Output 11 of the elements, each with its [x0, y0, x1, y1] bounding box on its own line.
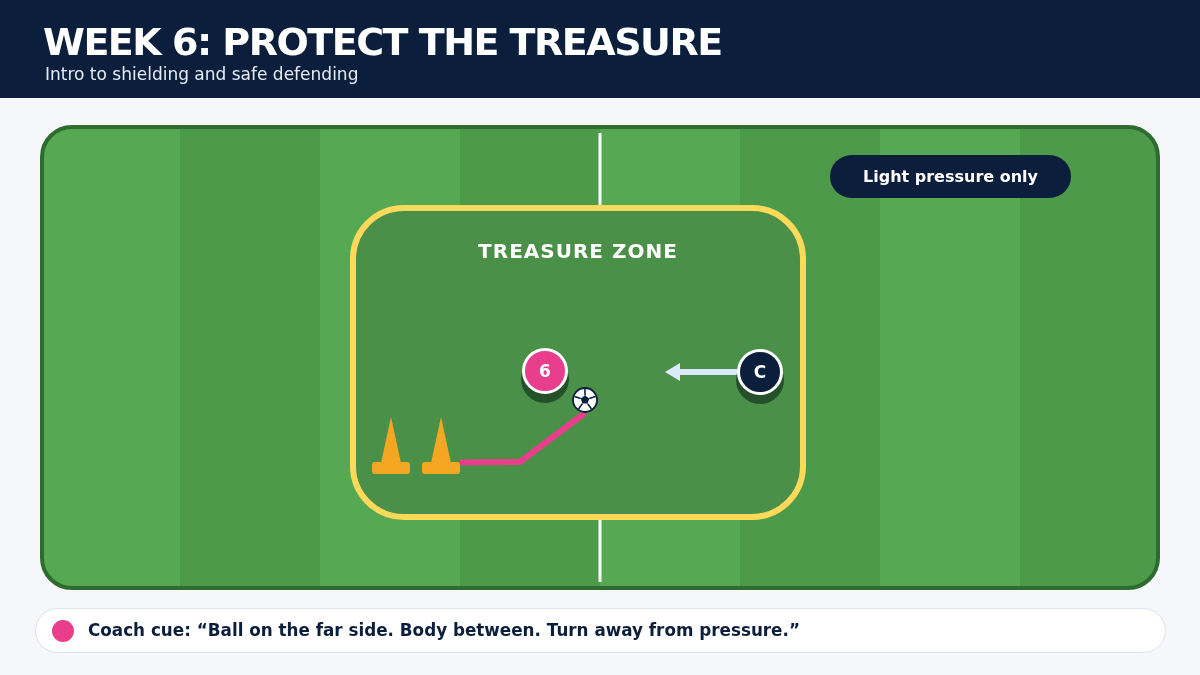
- zone-area: [350, 205, 806, 520]
- cone-icon: [372, 417, 410, 474]
- subtitle: Intro to shielding and safe defending: [45, 64, 359, 85]
- dribble-path: [459, 410, 587, 466]
- title: WEEK 6: PROTECT THE TREASURE: [43, 20, 722, 64]
- soccer-ball-icon: [572, 387, 598, 413]
- movement-arrow: [665, 363, 737, 381]
- legend-text: Coach cue: “Ball on the far side. Body between. Turn away from pressure.”: [88, 619, 800, 641]
- cone-icon: [422, 417, 460, 474]
- instruction-pill: Light pressure only: [830, 155, 1071, 198]
- zone-heading: TREASURE ZONE: [478, 239, 678, 263]
